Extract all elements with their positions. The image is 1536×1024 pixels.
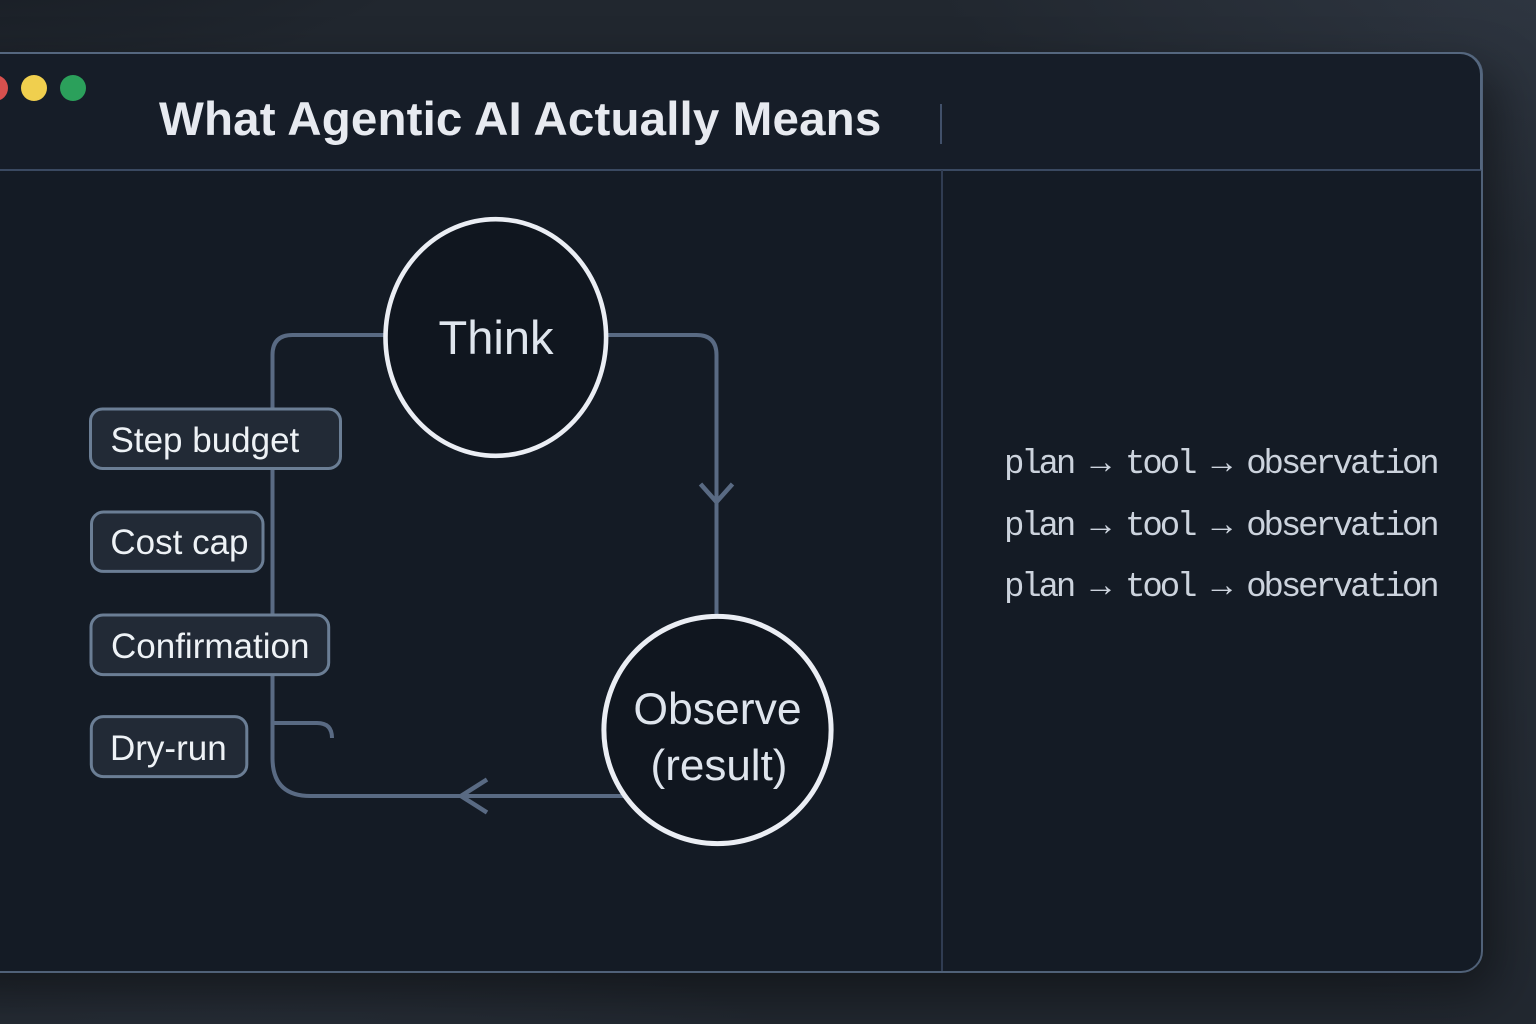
svg-text:Dry-run: Dry-run xyxy=(110,729,227,768)
svg-text:Step budget: Step budget xyxy=(111,421,300,460)
svg-text:Think: Think xyxy=(439,311,554,364)
svg-text:(result): (result) xyxy=(651,741,788,790)
svg-text:Cost cap: Cost cap xyxy=(110,523,248,562)
svg-text:Confirmation: Confirmation xyxy=(111,627,309,666)
svg-text:Observe: Observe xyxy=(633,685,801,734)
